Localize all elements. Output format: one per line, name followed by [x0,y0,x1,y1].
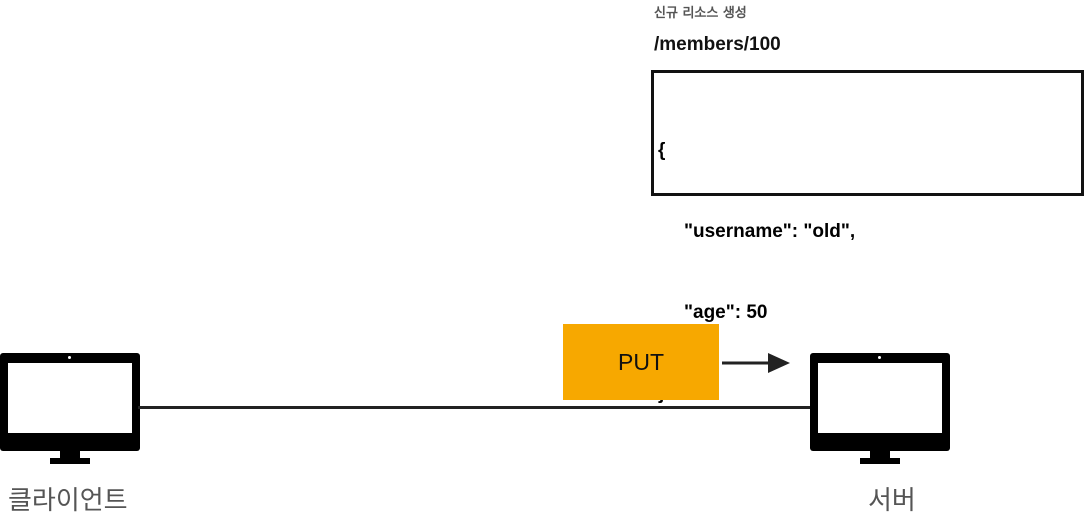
client-stand-neck [60,451,80,459]
server-stand-foot [860,458,900,464]
json-username-line: "username": "old", [684,221,856,242]
client-screen-display [8,363,132,433]
resource-path: /members/100 [654,34,781,55]
diagram-caption: 신규 리소스 생성 [654,6,747,21]
server-stand-neck [870,451,890,459]
client-label: 클라이언트 [8,486,128,516]
json-age-line: "age": 50 [684,302,768,323]
server-monitor-icon [810,353,950,465]
json-open-brace: { [658,140,666,161]
connection-line [138,406,812,409]
arrow-head [768,353,790,373]
server-label: 서버 [868,486,916,516]
client-monitor-icon [0,353,140,465]
http-method-box: PUT [563,324,719,400]
server-screen-display [818,363,942,433]
client-stand-foot [50,458,90,464]
json-body-box: { "username": "old", "age": 50 } [651,70,1084,404]
client-screen [0,353,140,451]
server-camera [878,356,881,359]
server-screen [810,353,950,451]
request-arrow-icon [722,353,790,373]
http-method-label: PUT [618,348,664,375]
client-camera [68,356,71,359]
